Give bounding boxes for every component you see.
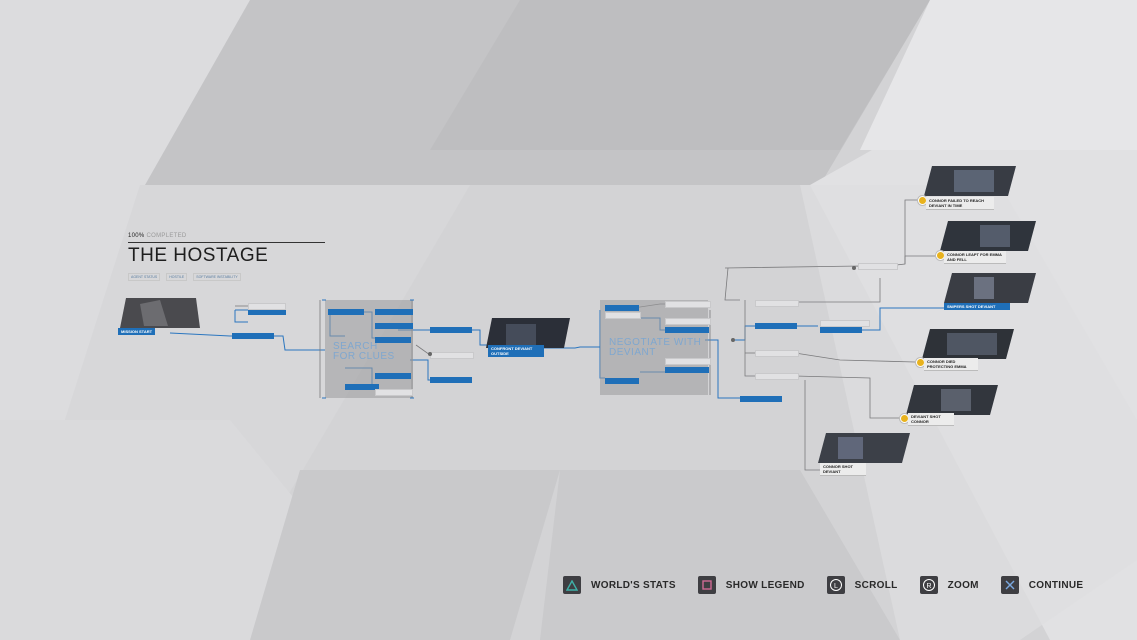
ending-thumb-6 bbox=[818, 433, 910, 463]
ending-thumb-2 bbox=[940, 221, 1036, 251]
flow-node[interactable] bbox=[665, 318, 711, 325]
flow-node[interactable] bbox=[820, 320, 870, 327]
branch-dot bbox=[731, 338, 735, 342]
flow-node[interactable] bbox=[755, 373, 799, 380]
ending-thumb-5 bbox=[906, 385, 998, 415]
flow-node[interactable] bbox=[375, 389, 413, 396]
square-icon bbox=[697, 576, 716, 594]
flow-node[interactable] bbox=[665, 367, 709, 373]
flow-node[interactable] bbox=[430, 327, 472, 333]
confront-deviant-node[interactable]: CONFRONT DEVIANT OUTSIDE bbox=[488, 345, 544, 357]
chapter-sub-labels: AGENT STATUS HOSTILE SOFTWARE INSTABILIT… bbox=[128, 273, 328, 281]
zoom-button[interactable]: R ZOOM bbox=[919, 576, 979, 594]
chapter-header: 100% COMPLETED THE HOSTAGE AGENT STATUS … bbox=[128, 233, 328, 281]
chapter-title: THE HOSTAGE bbox=[128, 242, 325, 267]
confront-thumbnail bbox=[486, 318, 570, 348]
flow-node[interactable] bbox=[248, 303, 286, 310]
zoom-label: ZOOM bbox=[947, 579, 979, 591]
left-stick-icon: L bbox=[826, 576, 845, 594]
flow-node[interactable] bbox=[375, 323, 413, 329]
flow-node[interactable] bbox=[755, 323, 797, 329]
flow-node[interactable] bbox=[345, 384, 379, 390]
ending-thumb-4 bbox=[922, 329, 1014, 359]
ending-node[interactable]: DEVIANT SHOT CONNOR bbox=[908, 413, 954, 426]
flow-node[interactable] bbox=[665, 358, 711, 365]
ending-node[interactable]: CONNOR SHOT DEVIANT bbox=[820, 463, 866, 476]
flow-node[interactable] bbox=[665, 327, 709, 333]
flow-node[interactable] bbox=[375, 337, 411, 343]
flow-node[interactable] bbox=[232, 333, 274, 339]
svg-text:L: L bbox=[834, 583, 838, 590]
sub-label: SOFTWARE INSTABILITY bbox=[193, 273, 241, 281]
completion-word: COMPLETED bbox=[146, 233, 187, 239]
search-for-clues-section[interactable]: SEARCH FOR CLUES bbox=[333, 341, 395, 362]
ending-node[interactable]: CONNOR LEAPT FOR EMMA AND FELL bbox=[944, 251, 1006, 264]
controller-prompts: WORLD'S STATS SHOW LEGEND L SCROLL R ZOO… bbox=[563, 573, 1105, 597]
scroll-label: SCROLL bbox=[854, 579, 898, 591]
flow-node[interactable] bbox=[375, 309, 413, 315]
ending-thumb-3 bbox=[944, 273, 1036, 303]
flow-node[interactable] bbox=[755, 300, 799, 307]
branch-dot bbox=[852, 266, 856, 270]
continue-button[interactable]: CONTINUE bbox=[1000, 576, 1084, 594]
flow-node[interactable] bbox=[820, 327, 862, 333]
sub-label: HOSTILE bbox=[166, 273, 188, 281]
ending-node[interactable]: CONNOR DIED PROTECTING EMMA bbox=[924, 358, 978, 371]
triangle-icon bbox=[563, 576, 581, 594]
svg-text:R: R bbox=[926, 583, 931, 590]
ending-node[interactable]: SNIPERS SHOT DEVIANT bbox=[944, 303, 1010, 310]
cross-icon bbox=[1000, 576, 1019, 594]
ending-thumb-1 bbox=[924, 166, 1016, 196]
show-legend-label: SHOW LEGEND bbox=[725, 579, 805, 591]
negotiate-section[interactable]: NEGOTIATE WITH DEVIANT bbox=[609, 337, 702, 358]
ending-node[interactable]: CONNOR FAILED TO REACH DEVIANT IN TIME bbox=[926, 197, 994, 210]
r-stick-icon: R bbox=[919, 576, 938, 594]
flow-node[interactable] bbox=[858, 263, 898, 270]
flow-node[interactable] bbox=[375, 373, 411, 379]
flow-node[interactable] bbox=[605, 312, 641, 319]
flow-node[interactable] bbox=[605, 305, 639, 311]
flow-node[interactable] bbox=[665, 301, 711, 308]
flow-node[interactable] bbox=[328, 309, 364, 315]
completion-percent: 100% bbox=[128, 233, 145, 239]
worlds-stats-button[interactable]: WORLD'S STATS bbox=[563, 576, 676, 594]
sub-label: AGENT STATUS bbox=[128, 273, 161, 281]
scroll-button[interactable]: L SCROLL bbox=[826, 576, 898, 594]
flow-node[interactable] bbox=[605, 378, 639, 384]
start-thumbnail bbox=[120, 298, 200, 328]
flow-node[interactable] bbox=[740, 396, 782, 402]
completion-status: 100% COMPLETED bbox=[128, 233, 328, 239]
flow-node[interactable] bbox=[755, 350, 799, 357]
flow-node[interactable] bbox=[430, 377, 472, 383]
show-legend-button[interactable]: SHOW LEGEND bbox=[697, 576, 805, 594]
flow-node[interactable] bbox=[430, 352, 474, 359]
branch-dot bbox=[428, 352, 432, 356]
continue-label: CONTINUE bbox=[1028, 579, 1084, 591]
worlds-stats-label: WORLD'S STATS bbox=[591, 579, 676, 591]
mission-start-node[interactable]: MISSION START bbox=[118, 328, 156, 335]
flow-node[interactable] bbox=[248, 309, 286, 315]
